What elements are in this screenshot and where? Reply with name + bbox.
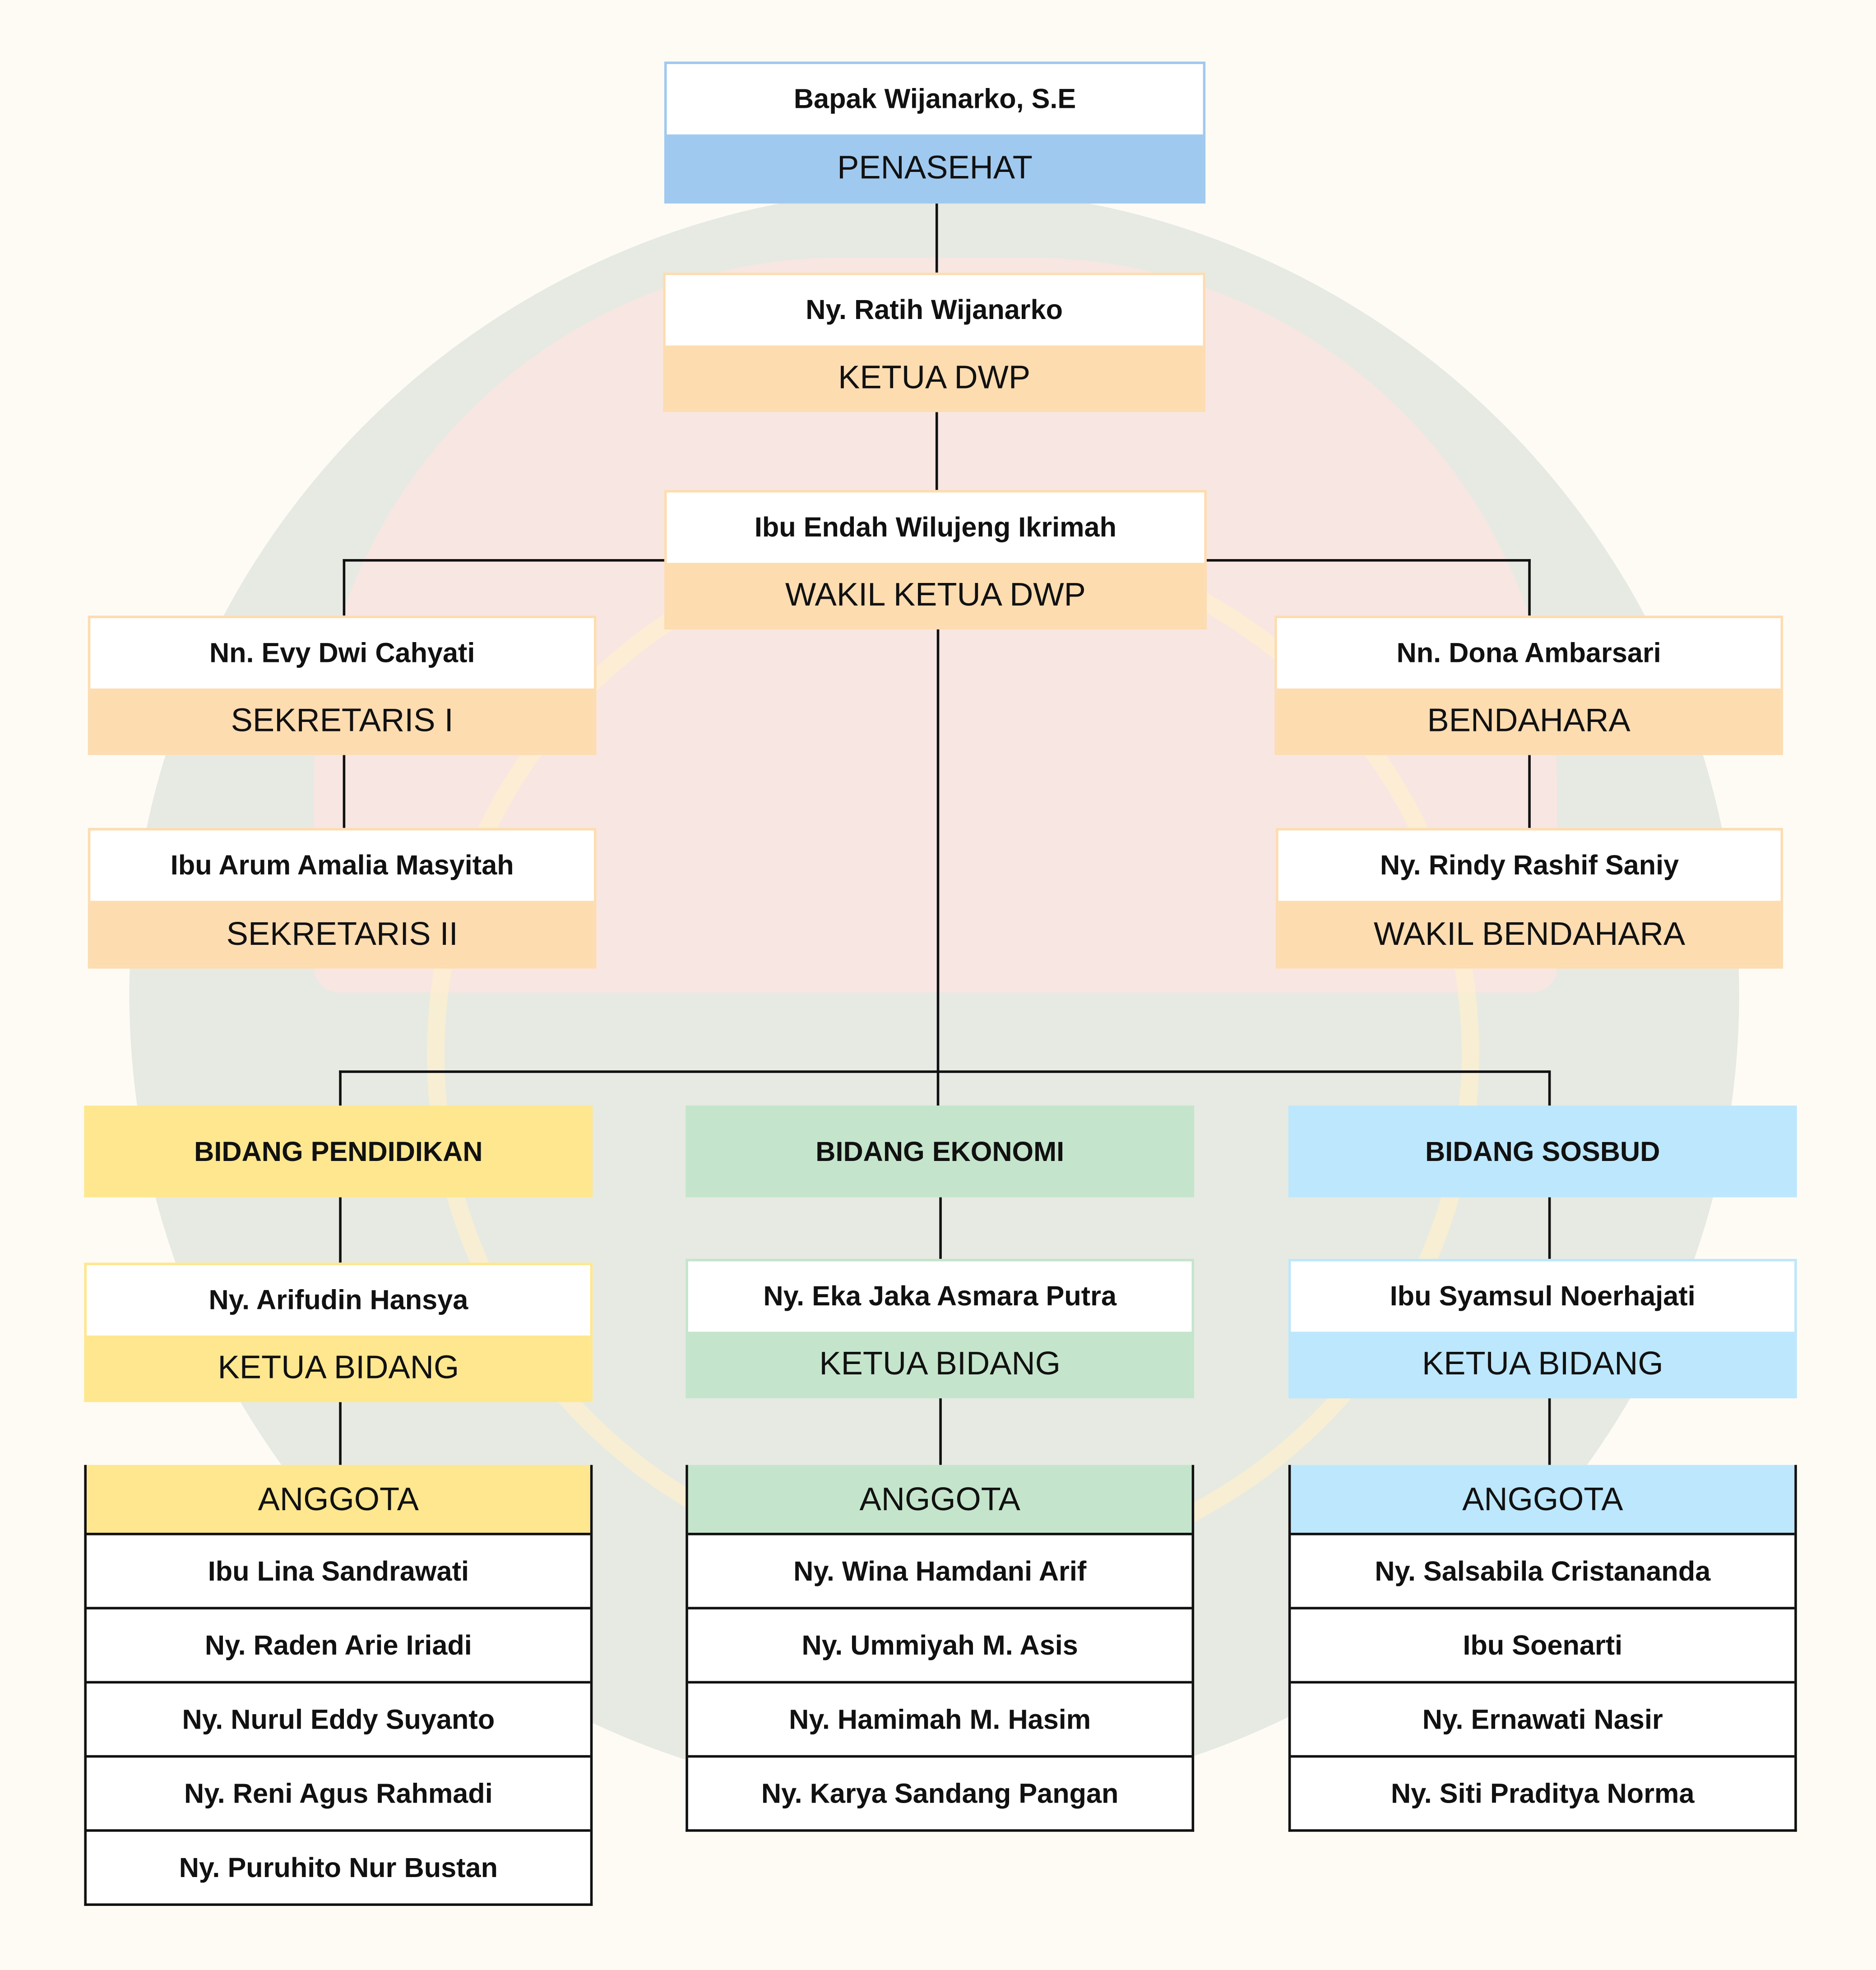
anggota-sosbud-list: ANGGOTA Ny. Salsabila Cristananda Ibu So… [1288, 1465, 1797, 1832]
wakil-ketua-box: Ibu Endah Wilujeng Ikrimah WAKIL KETUA D… [664, 490, 1207, 629]
connector [1528, 755, 1530, 828]
bidang-sosbud-header: BIDANG SOSBUD [1288, 1105, 1797, 1198]
connector [343, 755, 345, 828]
position-title: SEKRETARIS II [90, 901, 594, 967]
ketua-bidang-sosbud-box: Ibu Syamsul Noerhajati KETUA BIDANG [1288, 1258, 1797, 1399]
person-name: Ny. Eka Jaka Asmara Putra [763, 1280, 1117, 1312]
person-name: Ibu Arum Amalia Masyitah [170, 849, 514, 881]
list-item: Ibu Soenarti [1291, 1607, 1795, 1681]
connector [1548, 1197, 1550, 1259]
anggota-header: ANGGOTA [86, 1465, 590, 1533]
person-name: Nn. Dona Ambarsari [1396, 637, 1661, 669]
position-title: SEKRETARIS I [90, 688, 594, 753]
person-name: Ny. Ratih Wijanarko [806, 294, 1063, 326]
person-name: Bapak Wijanarko, S.E [793, 83, 1076, 115]
connector [1528, 559, 1530, 616]
connector [339, 1070, 1550, 1073]
list-item: Ny. Nurul Eddy Suyanto [86, 1681, 590, 1755]
position-title: WAKIL BENDAHARA [1278, 901, 1781, 967]
connector [1548, 1398, 1550, 1465]
anggota-header: ANGGOTA [1291, 1465, 1795, 1533]
position-title: PENASEHAT [667, 134, 1203, 201]
person-name: Nn. Evy Dwi Cahyati [209, 637, 475, 669]
connector [1548, 1070, 1550, 1106]
connector [339, 1197, 341, 1263]
bendahara-box: Nn. Dona Ambarsari BENDAHARA [1274, 615, 1783, 755]
connector [343, 559, 345, 616]
connector [339, 1402, 341, 1465]
ketua-dwp-box: Ny. Ratih Wijanarko KETUA DWP [663, 273, 1206, 412]
list-item: Ny. Reni Agus Rahmadi [86, 1755, 590, 1829]
connector [936, 629, 939, 1106]
list-item: Ny. Hamimah M. Hasim [688, 1681, 1192, 1755]
person-name: Ibu Endah Wilujeng Ikrimah [754, 511, 1117, 543]
connector [339, 1070, 341, 1106]
position-title: KETUA DWP [665, 345, 1203, 410]
sekretaris-2-box: Ibu Arum Amalia Masyitah SEKRETARIS II [88, 828, 597, 969]
position-title: KETUA BIDANG [86, 1335, 590, 1400]
position-title: BENDAHARA [1277, 688, 1781, 753]
person-name: Ibu Syamsul Noerhajati [1390, 1280, 1695, 1312]
anggota-pendidikan-list: ANGGOTA Ibu Lina Sandrawati Ny. Raden Ar… [84, 1465, 593, 1906]
position-title: KETUA BIDANG [1291, 1332, 1795, 1396]
wakil-bendahara-box: Ny. Rindy Rashif Saniy WAKIL BENDAHARA [1276, 828, 1783, 969]
penasehat-box: Bapak Wijanarko, S.E PENASEHAT [664, 61, 1206, 204]
list-item: Ny. Karya Sandang Pangan [688, 1755, 1192, 1829]
person-name: Ny. Arifudin Hansya [208, 1284, 468, 1316]
list-item: Ny. Ernawati Nasir [1291, 1681, 1795, 1755]
list-item: Ny. Wina Hamdani Arif [688, 1532, 1192, 1607]
position-title: KETUA BIDANG [688, 1332, 1192, 1396]
connector [939, 1197, 941, 1259]
list-item: Ibu Lina Sandrawati [86, 1532, 590, 1607]
list-item: Ny. Salsabila Cristananda [1291, 1532, 1795, 1607]
connector [935, 203, 938, 273]
list-item: Ny. Raden Arie Iriadi [86, 1607, 590, 1681]
list-item: Ny. Siti Praditya Norma [1291, 1755, 1795, 1829]
person-name: Ny. Rindy Rashif Saniy [1380, 849, 1679, 881]
anggota-header: ANGGOTA [688, 1465, 1192, 1533]
connector [939, 1398, 941, 1465]
ketua-bidang-pendidikan-box: Ny. Arifudin Hansya KETUA BIDANG [84, 1262, 593, 1402]
sekretaris-1-box: Nn. Evy Dwi Cahyati SEKRETARIS I [88, 615, 597, 755]
list-item: Ny. Puruhito Nur Bustan [86, 1829, 590, 1903]
connector [935, 412, 938, 490]
list-item: Ny. Ummiyah M. Asis [688, 1607, 1192, 1681]
position-title: WAKIL KETUA DWP [667, 563, 1204, 627]
bidang-pendidikan-header: BIDANG PENDIDIKAN [84, 1105, 593, 1198]
ketua-bidang-ekonomi-box: Ny. Eka Jaka Asmara Putra KETUA BIDANG [686, 1258, 1195, 1399]
anggota-ekonomi-list: ANGGOTA Ny. Wina Hamdani Arif Ny. Ummiya… [686, 1465, 1195, 1832]
bidang-ekonomi-header: BIDANG EKONOMI [686, 1105, 1195, 1198]
